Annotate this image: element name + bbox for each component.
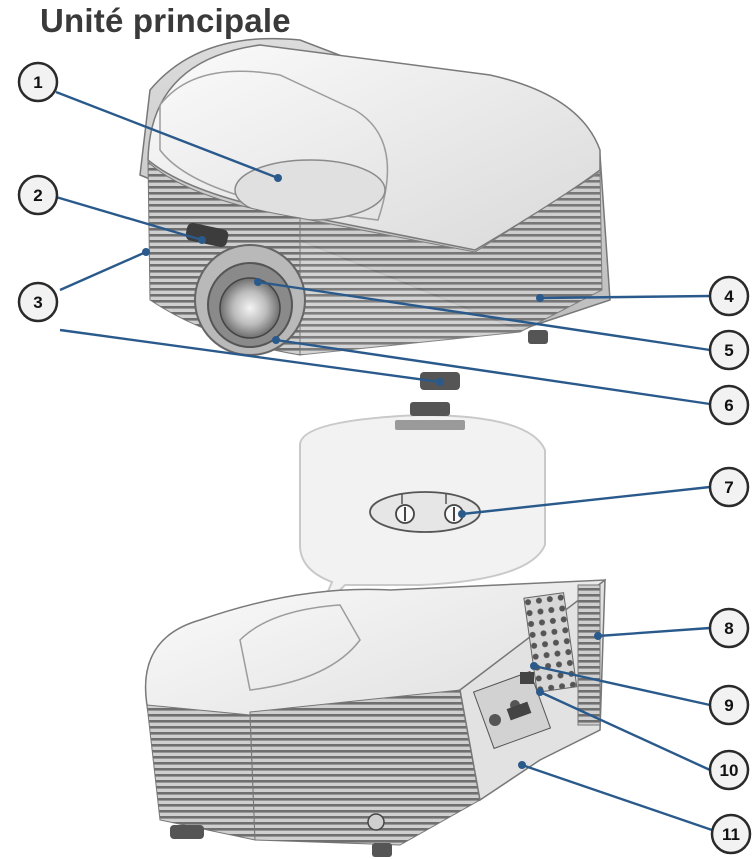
callout-4-label: 4	[724, 287, 734, 306]
callout-10: 10	[710, 751, 748, 789]
hdmi-port	[520, 672, 534, 684]
top-lens-cap	[410, 402, 450, 416]
callout-7-label: 7	[724, 478, 733, 497]
callout-5: 5	[710, 331, 748, 369]
callout-1: 1	[19, 63, 57, 101]
callout-11: 11	[712, 815, 750, 853]
lens-glass	[220, 278, 280, 338]
rear-foot-right	[372, 843, 392, 857]
callout-10-label: 10	[720, 761, 739, 780]
callout-9: 9	[710, 686, 748, 724]
callout-6: 6	[710, 386, 748, 424]
callout-6-label: 6	[724, 396, 733, 415]
projector-rear-view	[146, 580, 605, 857]
callout-2-label: 2	[33, 186, 42, 205]
callout-8-label: 8	[724, 619, 733, 638]
callout-11-label: 11	[722, 825, 740, 844]
projector-front-view	[140, 39, 610, 390]
callout-5-label: 5	[724, 341, 733, 360]
front-panel	[250, 690, 480, 845]
rear-foot	[528, 330, 548, 344]
callout-4: 4	[710, 277, 748, 315]
callout-2: 2	[19, 176, 57, 214]
callout-1-label: 1	[33, 73, 42, 92]
callout-9-label: 9	[724, 696, 733, 715]
callout-8: 8	[710, 609, 748, 647]
callout-7: 7	[710, 468, 748, 506]
lock-port	[368, 814, 384, 830]
rear-foot-left	[170, 825, 204, 839]
callout-3-label: 3	[33, 293, 42, 312]
zoom-bubble	[300, 402, 545, 610]
callout-3: 3	[19, 283, 57, 321]
left-grille	[147, 705, 255, 840]
side-vent	[578, 585, 600, 725]
